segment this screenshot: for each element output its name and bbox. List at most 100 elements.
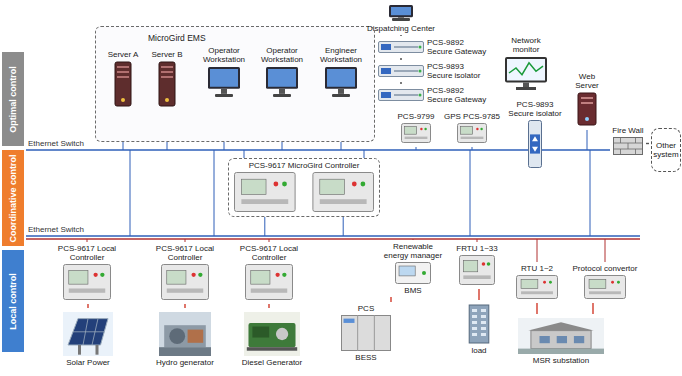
connector — [390, 297, 391, 302]
connector — [184, 304, 185, 308]
tower-icon — [577, 92, 597, 126]
bus-drop — [269, 239, 270, 242]
bus-drop — [537, 239, 538, 262]
pc-icon — [388, 4, 414, 22]
node-label: Engineer Workstation — [314, 46, 368, 64]
connector — [268, 304, 269, 308]
diesel-icon — [244, 312, 300, 356]
server-node: Server A — [102, 48, 144, 111]
node-label: RTU 1~2 — [521, 264, 553, 273]
bus-drop — [416, 147, 417, 150]
node-label: Diesel Generator — [242, 358, 302, 367]
bar-icon — [378, 41, 424, 53]
rack-icon — [245, 264, 293, 300]
controller-node: PCS-9617 Local Controller — [232, 242, 306, 304]
bus-link — [214, 150, 215, 236]
connector — [592, 303, 593, 314]
group-box: MicroGird EMS Server A Server B Operator Wo… — [95, 26, 375, 142]
rtu-node: RTU 1~2 — [508, 262, 566, 303]
source-node: Solar Power — [52, 308, 124, 369]
node-label: Protocol convertor — [573, 264, 638, 273]
server-icon — [158, 61, 176, 107]
node-label: Optimal control — [9, 66, 18, 133]
node-label: PCS-9799 — [398, 112, 435, 121]
isolator-node: PCS-9893 Secure isolator — [376, 60, 492, 82]
device-node: GPS PCS-9785 — [441, 110, 503, 147]
bar-icon — [378, 89, 424, 101]
firewall-node: Fire Wall — [610, 124, 646, 159]
node-label: MSR substation — [533, 356, 589, 365]
band-label: Coordinative control — [2, 150, 24, 246]
node-sublabel: BMS — [404, 286, 421, 295]
load-node: load — [456, 300, 502, 357]
node-label: Local control — [9, 273, 18, 330]
node-sublabel: BESS — [355, 353, 376, 362]
rtu-node: FRTU 1~33 — [452, 242, 502, 289]
cabinet-icon — [341, 315, 391, 351]
rack-icon — [161, 264, 209, 300]
workstation-node: Operator Workstation — [196, 44, 252, 102]
controller-node: PCS-9617 Local Controller — [50, 242, 124, 304]
node-label: load — [471, 346, 486, 355]
node-label: PCS-9892 Secure Gateway — [427, 86, 490, 104]
bus-link — [470, 150, 471, 236]
bus-drop — [413, 239, 414, 240]
rack-icon — [401, 123, 431, 143]
bus-drop — [87, 239, 88, 242]
node-label: Operator Workstation — [198, 46, 250, 64]
workstation-node: Engineer Workstation — [312, 44, 370, 102]
bar-icon — [378, 65, 424, 77]
connector — [478, 289, 479, 300]
rack-icon — [584, 275, 626, 299]
rack2-icon — [234, 172, 374, 212]
node-label: Fire Wall — [612, 126, 643, 135]
source-node: Diesel Generator — [232, 308, 312, 369]
connector — [400, 58, 401, 60]
band-label: Optimal control — [2, 52, 24, 146]
node-label: GPS PCS-9785 — [444, 112, 500, 121]
connector — [536, 303, 537, 314]
node-label: Dispatching Center — [367, 24, 435, 33]
node-label: FRTU 1~33 — [456, 244, 497, 253]
converter-node: Protocol convertor — [570, 262, 640, 303]
node-label: Renewable energy manager — [382, 242, 444, 260]
ethernet-bus — [26, 149, 610, 151]
building-icon — [465, 304, 493, 344]
gateway-node: PCS-9892 Secure Gateway — [376, 36, 492, 58]
node-label: Hydro generator — [156, 358, 214, 367]
bus-link — [590, 150, 591, 236]
rack-icon — [459, 255, 495, 285]
band-label: Local control — [2, 250, 24, 352]
node-label: PCS-9617 Local Controller — [52, 244, 122, 262]
connector — [400, 82, 401, 84]
monitor-node: Network monitor — [496, 34, 556, 94]
ethernet-bus — [26, 238, 640, 239]
hydro-icon — [159, 312, 211, 356]
server-node: Web Server — [566, 70, 608, 130]
workstation-node: Operator Workstation — [254, 44, 310, 102]
node-label: Other system — [653, 141, 678, 159]
vrack-icon — [528, 120, 542, 168]
rack-icon — [457, 123, 487, 143]
monitor-icon — [504, 56, 548, 90]
rack-icon — [63, 264, 111, 300]
server-node: Server B — [146, 48, 188, 111]
storage-node: PCSBESS — [330, 302, 402, 364]
pc-icon — [265, 66, 299, 98]
node-label: Operator Workstation — [256, 46, 308, 64]
node-label: PCS-9617 MicroGird Controller — [249, 161, 360, 170]
substation-node: MSR substation — [506, 314, 616, 367]
node-label: Coordinative control — [9, 154, 18, 242]
bus-drop — [264, 217, 265, 236]
node-label: Server B — [151, 50, 182, 59]
connector — [87, 304, 88, 308]
node-label: Solar Power — [66, 358, 110, 367]
bus-label: Ethernet Switch — [28, 225, 84, 234]
bus-drop — [185, 239, 186, 242]
node-label: Web Server — [568, 72, 606, 90]
server-icon — [114, 61, 132, 107]
node-label: MicroGird EMS — [148, 34, 206, 43]
device-node: PCS-9799 — [392, 110, 440, 147]
bus-drop — [343, 217, 344, 236]
